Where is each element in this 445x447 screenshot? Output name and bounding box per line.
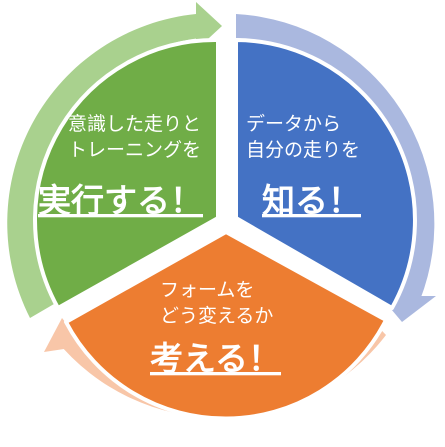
know-line2: 自分の走りを: [246, 139, 360, 161]
know-line1: データから: [246, 113, 341, 135]
segment-act: [33, 37, 220, 310]
know-headline: 知る！: [262, 181, 361, 220]
arrow-act-head: [196, 2, 222, 50]
think-line2: どう変えるか: [160, 305, 273, 327]
act-line2: トレーニングを: [68, 139, 201, 161]
arrow-think-head: [44, 318, 84, 352]
arrow-act-body: [7, 14, 200, 318]
think-line1: フォームを: [160, 279, 254, 301]
segment-think: [64, 230, 388, 421]
act-headline: 実行する！: [38, 181, 203, 220]
act-line1: 意識した走りと: [68, 113, 201, 135]
think-headline: 考える！: [150, 339, 281, 378]
segment-know: [234, 38, 417, 310]
